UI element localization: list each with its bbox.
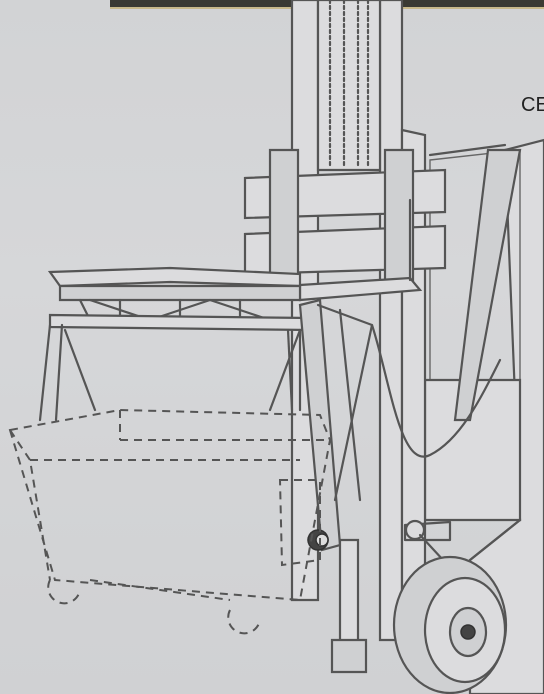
skip-bin: [8, 408, 332, 635]
forklift-body: [423, 138, 544, 694]
overhead-guard: [428, 143, 522, 422]
cut-off-label: CE: [521, 94, 544, 116]
skip-holder-frame: [38, 266, 312, 422]
front-wheel: [392, 555, 508, 694]
fork-carriage: [243, 148, 447, 302]
